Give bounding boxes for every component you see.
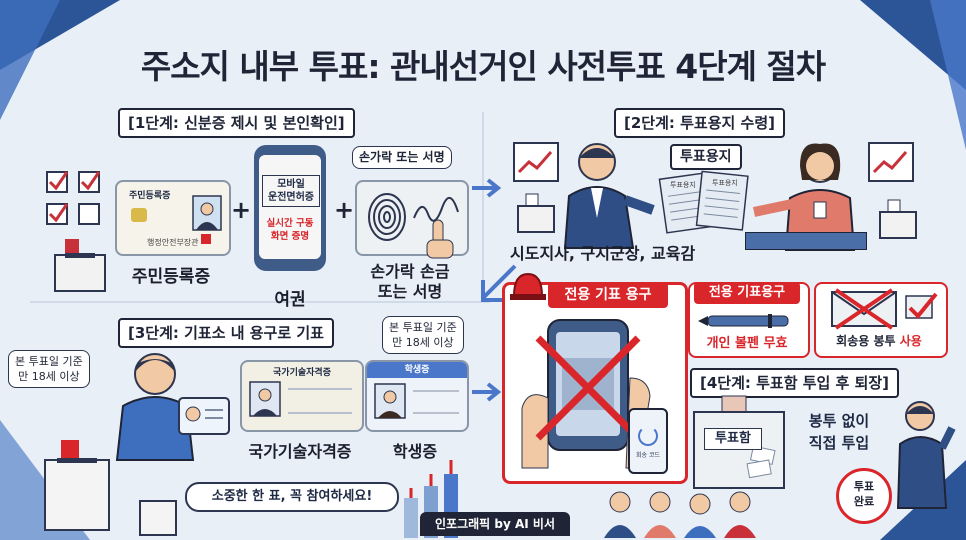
- qr-note: 회송 코드: [636, 452, 660, 459]
- footer-credit: 인포그래픽 by AI 비서: [420, 512, 570, 536]
- phone-in-hand-icon: [521, 319, 651, 469]
- resident-id-card: 주민등록증 행정안전부장관: [115, 180, 231, 256]
- ballot-box-icon: [139, 500, 177, 536]
- page-title: 주소지 내부 투표: 관내선거인 사전투표 4단계 절차: [140, 47, 826, 86]
- portrait-icon: [192, 195, 222, 231]
- mobile-license-note: 실시간 구동 화면 증명: [266, 218, 314, 242]
- fingerprint-icon: [368, 193, 406, 241]
- ballot-papers-icon: [658, 170, 749, 234]
- fingerprint-card: [355, 180, 469, 259]
- pointing-finger-icon: [426, 219, 454, 259]
- phone-screen: 모바일 운전면허증 실시간 구동 화면 증명: [259, 155, 321, 259]
- official-male-figure: [563, 143, 655, 249]
- fingerprint-bubble: 손가락 또는 서명: [352, 146, 452, 169]
- ballot-box-icon: [44, 440, 110, 531]
- cert-caption: 국가기술자격증: [248, 442, 352, 461]
- age-bubble-left: 본 투표일 기준 만 18세 이상: [8, 350, 90, 388]
- arrow-right-icon: [472, 178, 502, 198]
- pen-icon: [698, 314, 789, 328]
- age-bubble-right: 본 투표일 기준 만 18세 이상: [382, 316, 464, 354]
- pen-box-label: 전용 기표용구: [694, 282, 800, 304]
- student-card-title: 학생증: [367, 362, 467, 378]
- id-card-title: 주민등록증: [129, 191, 171, 201]
- student-card-lines: [413, 390, 459, 414]
- ballot-box-icon: [879, 199, 917, 239]
- citizens-group-icon: [604, 491, 756, 538]
- ballot-paper-tag: 투표용지: [670, 144, 742, 170]
- envelope-note-emph: 사용: [899, 334, 922, 348]
- ballot-sheet-label: 투표용지: [670, 181, 696, 189]
- ballot-box-icon: [693, 395, 785, 489]
- id-card-stamp: [201, 234, 211, 244]
- cert-card-lines: [288, 388, 352, 414]
- cta-banner: 소중한 한 표, 꼭 참여하세요!: [185, 482, 399, 512]
- national-cert-card: 국가기술자격증: [240, 360, 364, 432]
- step1-label: [1단계: 신분증 제시 및 본인확인]: [118, 108, 355, 138]
- plus-sign: +: [334, 196, 355, 224]
- ballot-box-label: 투표함: [704, 428, 762, 450]
- fingerprint-caption: 손가락 손금 또는 서명: [370, 262, 450, 301]
- cert-card-title: 국가기술자격증: [273, 368, 331, 378]
- mobile-phone: 모바일 운전면허증 실시간 구동 화면 증명: [254, 145, 326, 271]
- cta-text: 소중한 한 표, 꼭 참여하세요!: [211, 489, 373, 504]
- step4-label: [4단계: 투표함 투입 후 퇴장]: [690, 368, 900, 398]
- badge-text: 투표 완료: [853, 480, 875, 508]
- qr-phone: 회송 코드: [628, 408, 668, 474]
- mobile-license-title: 모바일 운전면허증: [262, 175, 320, 207]
- portrait-icon: [249, 381, 281, 417]
- step2-label: [2단계: 투표용지 수령]: [614, 108, 785, 138]
- voter-figure: [896, 401, 956, 509]
- student-id-card: 학생증: [365, 360, 469, 432]
- ballot-box-icon: [54, 239, 106, 292]
- id-card-issuer: 행정안전부장관: [147, 238, 199, 247]
- student-caption: 학생증: [392, 442, 438, 461]
- ballot-box-icon: [517, 193, 555, 233]
- refresh-icon: [638, 426, 658, 446]
- envelope-box-note: 회송용 봉투 사용: [814, 332, 944, 349]
- arrow-down-left-icon: [481, 264, 517, 302]
- pen-box-note: 개인 볼펜 무효: [706, 336, 788, 351]
- passport-caption: 여권: [274, 290, 306, 310]
- trend-chart-icon: [513, 142, 559, 182]
- plus-sign: +: [231, 196, 252, 224]
- voter-holding-id-figure: [115, 353, 230, 461]
- arrow-right-icon: [472, 382, 502, 402]
- ballot-sheet-label: 투표용지: [712, 179, 738, 187]
- trend-chart-icon: [868, 142, 914, 182]
- checkmark-icon: [905, 292, 938, 319]
- envelope-note-prefix: 회송용 봉투: [836, 334, 900, 348]
- vote-complete-badge: 투표 완료: [836, 468, 892, 524]
- resident-id-caption: 주민등록증: [131, 267, 211, 287]
- step3-label: [3단계: 기표소 내 용구로 기표: [118, 318, 334, 348]
- counter-desk: [745, 232, 867, 250]
- signature-icon: [413, 197, 459, 222]
- step4-note: 봉투 없이 직접 투입: [808, 412, 870, 452]
- dedicated-stamp-label: 전용 기표 용구: [548, 282, 668, 308]
- step2-caption: 시도지사, 구시군장, 교육감: [510, 244, 696, 263]
- crossed-envelope-icon: [831, 288, 897, 330]
- alarm-light-icon: [510, 272, 546, 300]
- portrait-icon: [374, 383, 406, 419]
- chip-icon: [131, 208, 147, 222]
- checklist-icon: [46, 171, 101, 225]
